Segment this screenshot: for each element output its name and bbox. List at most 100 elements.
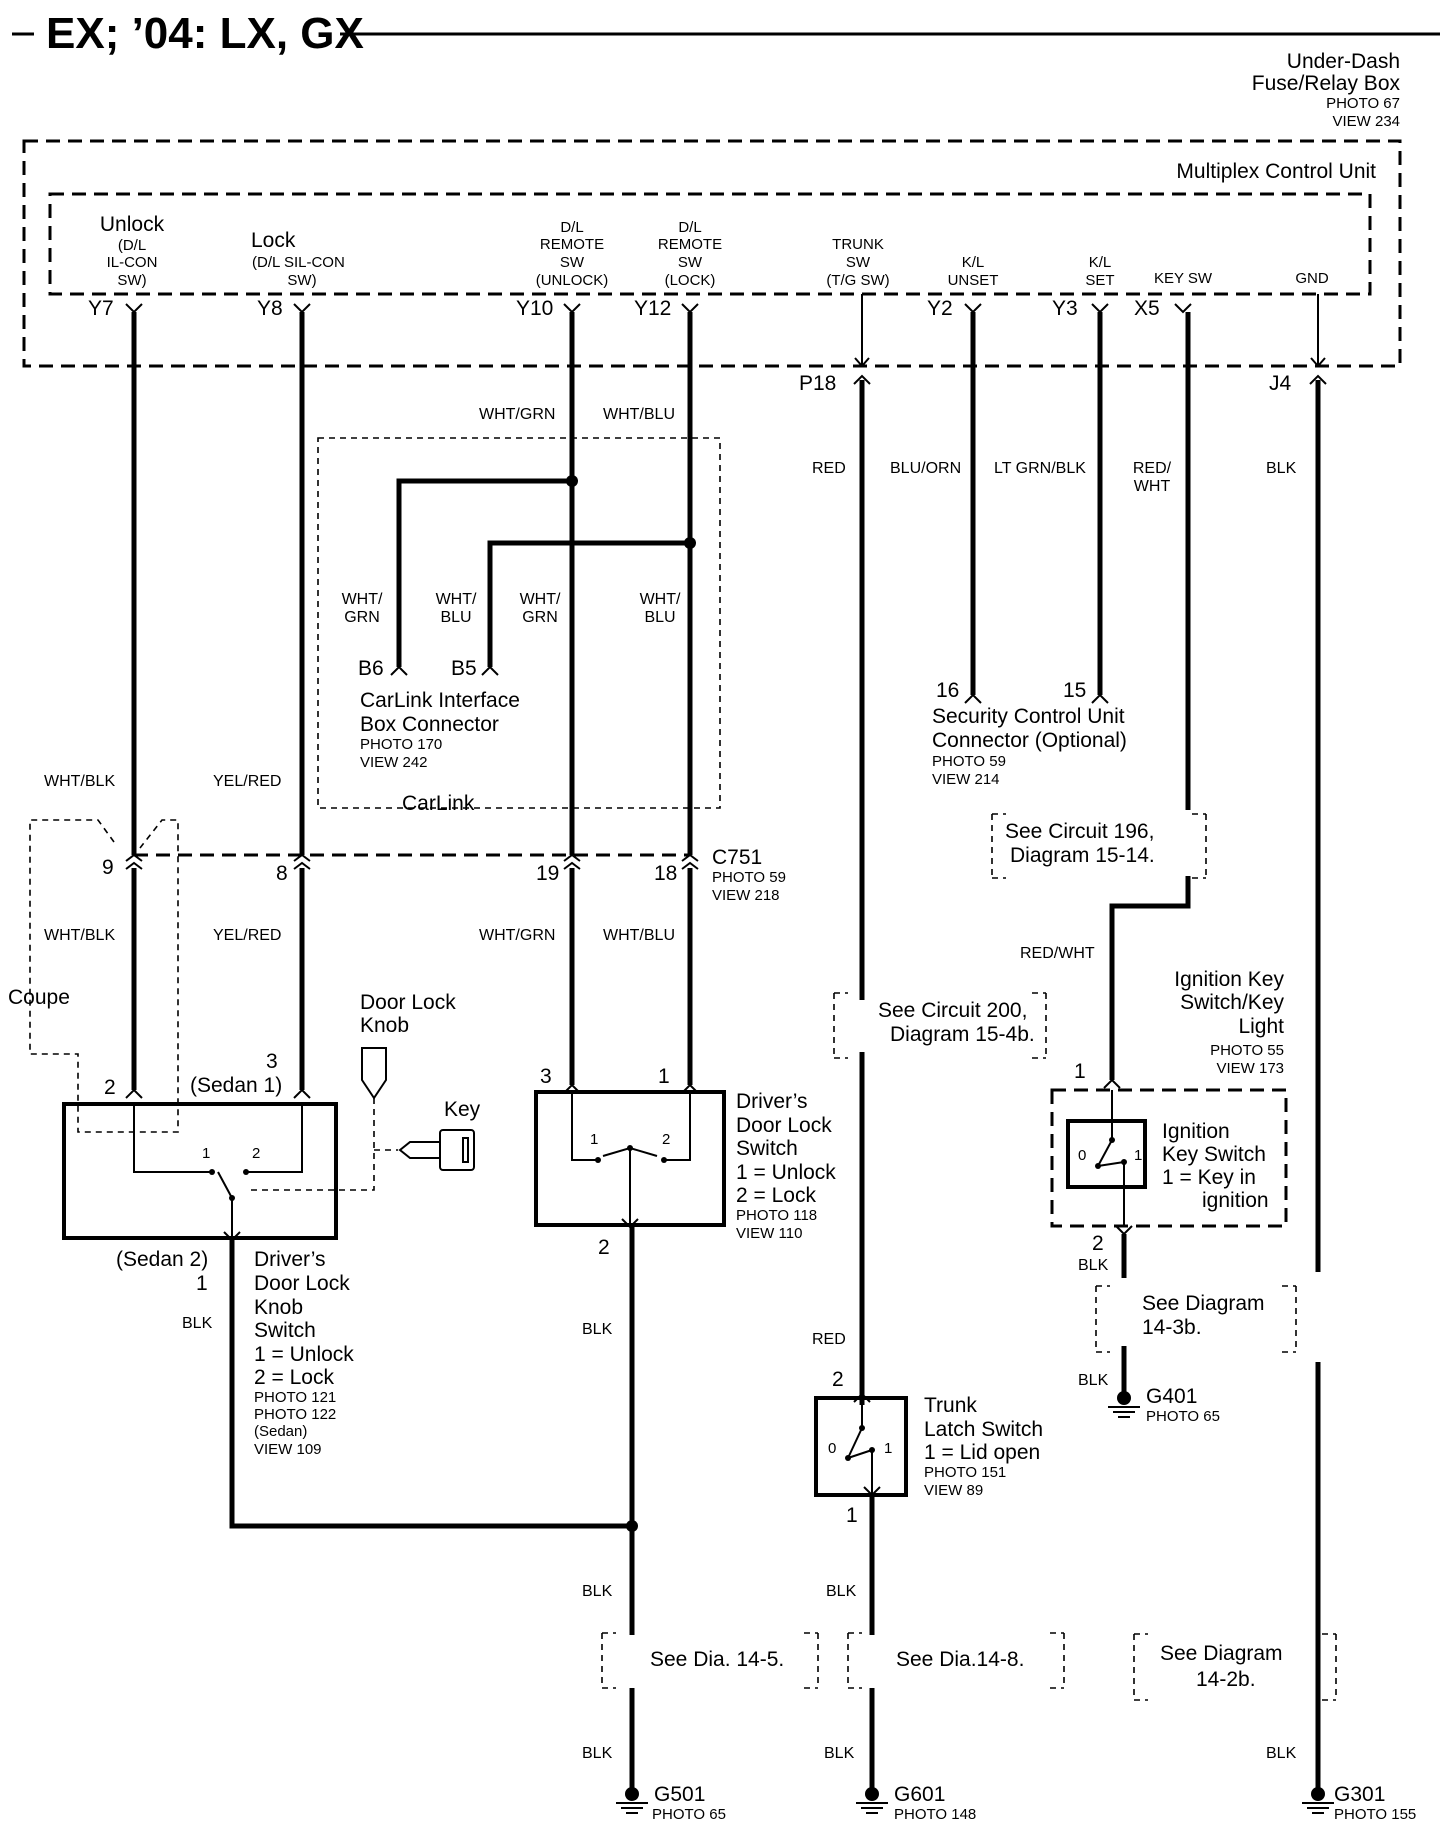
terminal-y8-label: Lock (D/L SIL-CON SW) [251,229,345,289]
svg-text:Diagram 15-4b.: Diagram 15-4b. [890,1023,1035,1046]
svg-text:See Diagram: See Diagram [1160,1642,1283,1665]
wire-label-yel-red-lower: YEL/RED [213,927,281,944]
svg-text:Trunk: Trunk [924,1394,977,1417]
security-pin-16: 16 [936,679,959,702]
key-icon [398,1129,475,1171]
wire-label-blk-door-3: BLK [582,1745,613,1762]
ref-circuit-196: See Circuit 196, Diagram 15-14. [991,813,1207,879]
ignition-switch-label: Ignition Key Switch 1 = Key in ignition [1162,1120,1269,1212]
svg-text:1 = Unlock: 1 = Unlock [254,1343,354,1366]
wire-label-wht-blu-top: WHT/BLU [603,406,675,423]
svg-text:K/L: K/L [962,254,985,271]
svg-text:SW: SW [678,254,703,271]
ref-dia-14-8: See Dia.14-8. [847,1632,1065,1689]
pin-y8: Y8 [257,297,283,320]
trunk-switch-internal [847,1398,873,1495]
terminal-y12-label: D/L REMOTE SW (LOCK) [658,219,722,289]
svg-text:See Circuit 200,: See Circuit 200, [878,999,1027,1022]
wire-label-blk-gnd-bottom: BLK [1266,1745,1297,1762]
svg-text:SW: SW [846,254,871,271]
svg-text:Connector (Optional): Connector (Optional) [932,729,1127,752]
carlink-outline [317,437,721,809]
ground-g601-name: G601 [894,1783,945,1806]
terminal-y2-label: K/L UNSET [948,254,999,289]
door-lock-switch-contact-2 [661,1157,667,1163]
key-label: Key [444,1098,481,1121]
svg-text:(D/L SIL-CON: (D/L SIL-CON [252,254,345,271]
svg-text:Switch: Switch [736,1137,798,1160]
svg-text:Key Switch: Key Switch [1162,1143,1266,1166]
svg-text:(D/L: (D/L [118,237,146,254]
wire-label-wht-grn-mid: WHT/GRN [479,927,555,944]
svg-text:1 = Key in: 1 = Key in [1162,1166,1256,1189]
trunk-switch-pin-1: 1 [846,1504,858,1527]
knob-switch-box [62,1102,338,1240]
terminal-y3-label: K/L SET [1085,254,1114,289]
wire-label-wht-grn-top: WHT/GRN [479,406,555,423]
ignition-outer-outline [1050,1088,1288,1228]
svg-text:WHT/: WHT/ [640,591,681,608]
ignition-switch-contact-0 [1095,1163,1101,1169]
wire-label-red-wht-2: WHT [1134,478,1171,495]
wire-label-wht-blk-upper: WHT/BLK [44,773,115,790]
svg-text:PHOTO 170: PHOTO 170 [360,736,442,753]
mcu-outline [48,192,1372,296]
trunk-switch-contact-label-1: 1 [884,1440,892,1457]
svg-text:C751: C751 [712,846,762,869]
ignition-switch-contact-1 [1121,1159,1127,1165]
pin-y7: Y7 [88,297,114,320]
wire-label-blu-orn: BLU/ORN [890,460,961,477]
svg-text:1 = Unlock: 1 = Unlock [736,1161,836,1184]
svg-text:PHOTO 59: PHOTO 59 [932,753,1006,770]
svg-text:Knob: Knob [254,1296,303,1319]
svg-text:2 = Lock: 2 = Lock [254,1366,334,1389]
fuse-box-outline [22,139,1402,368]
ground-g601-photo: PHOTO 148 [894,1806,976,1823]
ref-circuit-200: See Circuit 200, Diagram 15-4b. [833,992,1047,1059]
splice-y10 [566,475,578,487]
mcu-label: Multiplex Control Unit [1176,160,1376,183]
svg-text:GRN: GRN [344,609,380,626]
door-lock-switch-internal [571,1092,691,1225]
terminal-x5-label: KEY SW [1154,270,1213,287]
pin-y3: Y3 [1052,297,1078,320]
svg-text:Fuse/Relay Box: Fuse/Relay Box [1252,72,1401,95]
svg-text:SET: SET [1085,272,1114,289]
svg-text:Light: Light [1238,1015,1284,1038]
wire-label-red-wht-1: RED/ [1133,460,1172,477]
svg-text:UNSET: UNSET [948,272,999,289]
knob-switch-label: Driver’s Door Lock Knob Switch 1 = Unloc… [254,1248,354,1458]
knob-switch-contact-2 [243,1169,249,1175]
knob-switch-internal [133,1104,303,1238]
svg-text:Unlock: Unlock [100,213,165,236]
carlink-label: CarLink [402,792,475,815]
wire-label-yel-red-upper: YEL/RED [213,773,281,790]
page-title: EX; ’04: LX, GX [46,9,364,58]
terminal-trunk-label: TRUNK SW (T/G SW) [826,236,889,289]
svg-text:See Dia. 14-5.: See Dia. 14-5. [650,1648,784,1671]
svg-text:PHOTO 121: PHOTO 121 [254,1389,336,1406]
pin-y2: Y2 [927,297,953,320]
svg-text:Security Control Unit: Security Control Unit [932,705,1125,728]
knob-switch-contact-label-1: 1 [202,1145,210,1162]
wire-label-red-top: RED [812,460,846,477]
wire-x5-lower [1109,876,1191,1080]
svg-text:VIEW 173: VIEW 173 [1216,1060,1284,1077]
wire-carlink-b6 [396,478,572,667]
door-lock-switch-pin-2: 2 [598,1236,610,1259]
c751-connector-marks [125,853,699,870]
c751-pin-8: 8 [276,862,288,885]
svg-text:SW): SW) [117,272,146,289]
ignition-title: Ignition Key Switch/Key Light PHOTO 55 V… [1174,968,1284,1077]
wire-label-blk-door-2: BLK [582,1583,613,1600]
knob-switch-pin-2: 2 [104,1076,116,1099]
svg-text:Under-Dash: Under-Dash [1287,50,1400,73]
ground-g401-icon [1108,1391,1140,1418]
carlink-connector-label: CarLink Interface Box Connector PHOTO 17… [360,689,520,771]
svg-text:D/L: D/L [678,219,701,236]
wire-label-blk-gnd-top: BLK [1266,460,1297,477]
ignition-switch-contact-label-1: 1 [1134,1147,1142,1164]
trunk-switch-contact-top [859,1425,865,1431]
